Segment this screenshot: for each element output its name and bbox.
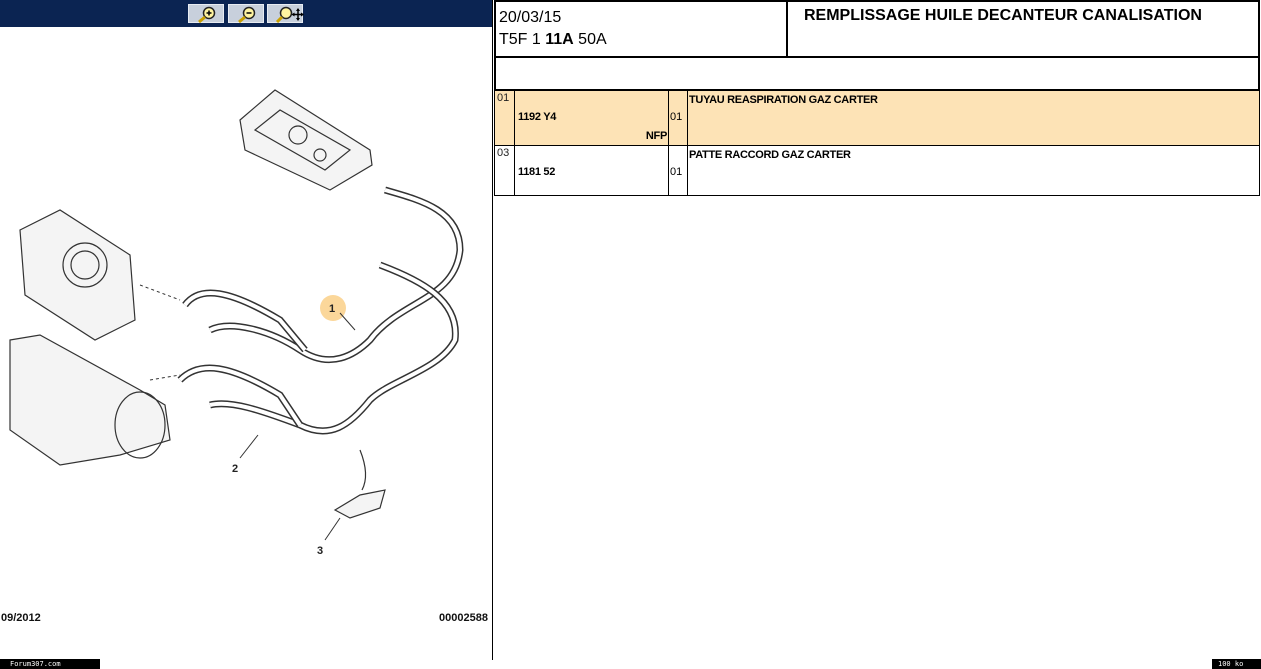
size-badge: 100 ko xyxy=(1212,659,1261,669)
table-row[interactable]: 03 1181 52 01 PATTE RACCORD GAZ CARTER xyxy=(494,145,1260,196)
callout-1: 1 xyxy=(329,303,335,315)
page-title: REMPLISSAGE HUILE DECANTEUR CANALISATION xyxy=(786,0,1260,58)
part-quantity: 01 xyxy=(668,90,688,146)
callout-3: 3 xyxy=(317,545,323,557)
diagram-reference: 00002588 xyxy=(439,612,488,624)
part-description: PATTE RACCORD GAZ CARTER xyxy=(687,145,1260,196)
header-info: 20/03/15 T5F 1 11A 50A xyxy=(494,0,788,58)
hose-1-drawing xyxy=(177,186,464,435)
empty-row xyxy=(494,56,1260,91)
valve-cover-drawing xyxy=(239,89,373,191)
diagram-date: 09/2012 xyxy=(1,612,41,624)
code-suffix: 50A xyxy=(578,31,607,48)
parts-panel: 20/03/15 T5F 1 11A 50A REMPLISSAGE HUILE… xyxy=(494,0,1261,196)
part-reference: 1181 52 xyxy=(514,145,669,196)
magnifier-minus-icon xyxy=(238,6,256,23)
air-duct-drawing xyxy=(9,334,171,466)
site-badge: Forum307.com xyxy=(0,659,100,669)
callout-2: 2 xyxy=(232,463,238,475)
code-bold: 11A xyxy=(545,31,574,48)
parts-table: 01 1192 Y4 NFP 01 TUYAU REASPIRATION GAZ … xyxy=(494,90,1260,196)
zoom-in-button[interactable] xyxy=(188,4,224,23)
part-reference: 1192 Y4 NFP xyxy=(514,90,669,146)
row-number: 01 xyxy=(494,90,515,146)
zoom-out-button[interactable] xyxy=(228,4,264,23)
parts-diagram: 1 2 3 xyxy=(9,89,464,557)
header-table: 20/03/15 T5F 1 11A 50A REMPLISSAGE HUILE… xyxy=(494,0,1260,91)
bracket-drawing xyxy=(333,449,386,519)
part-description: TUYAU REASPIRATION GAZ CARTER xyxy=(687,90,1260,146)
part-ref: 1192 Y4 xyxy=(518,111,557,123)
part-quantity: 01 xyxy=(668,145,688,196)
part-note: NFP xyxy=(645,130,667,142)
code-prefix: T5F 1 xyxy=(499,31,541,48)
magnifier-plus-icon xyxy=(198,6,216,23)
callouts xyxy=(139,284,356,541)
header-code: T5F 1 11A 50A xyxy=(499,29,783,51)
magnifier-move-icon xyxy=(275,6,304,23)
throttle-body-drawing xyxy=(19,209,136,341)
toolbar xyxy=(0,0,492,27)
part-ref: 1181 52 xyxy=(518,166,556,178)
row-number: 03 xyxy=(494,145,515,196)
diagram-panel: 1 2 3 09/2012 00002588 xyxy=(0,0,493,660)
table-row[interactable]: 01 1192 Y4 NFP 01 TUYAU REASPIRATION GAZ … xyxy=(494,90,1260,146)
zoom-pan-button[interactable] xyxy=(267,4,304,23)
header-date: 20/03/15 xyxy=(499,9,562,26)
